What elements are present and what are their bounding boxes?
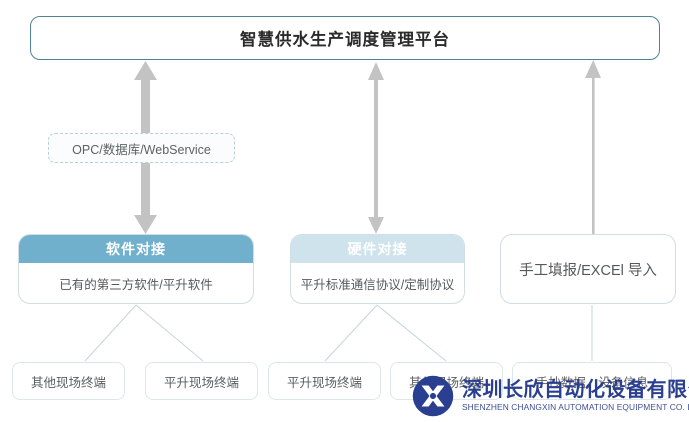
terminal-box[interactable]: 其他现场终端 (12, 362, 125, 400)
protocol-tag[interactable]: OPC/数据库/WebService (48, 133, 235, 163)
card-hardware[interactable]: 硬件对接 平升标准通信协议/定制协议 (290, 234, 465, 304)
arrow-manual-platform (585, 60, 601, 234)
card-manual-body: 手工填报/EXCEl 导入 (519, 262, 657, 279)
terminal-box[interactable]: 手抄数据、设备信息 (512, 362, 672, 400)
terminal-box[interactable]: 平升现场终端 (145, 362, 258, 400)
card-software-header: 软件对接 (19, 235, 253, 263)
branch-hardware-terminals (324, 304, 447, 362)
terminal-box[interactable]: 平升现场终端 (268, 362, 381, 400)
card-hardware-body: 平升标准通信协议/定制协议 (300, 277, 455, 292)
arrow-platform-hardware (368, 62, 384, 234)
card-hardware-header: 硬件对接 (291, 235, 464, 263)
page-title: 智慧供水生产调度管理平台 (240, 31, 450, 49)
card-software[interactable]: 软件对接 已有的第三方软件/平升软件 (18, 234, 254, 304)
card-software-body: 已有的第三方软件/平升软件 (59, 277, 213, 292)
terminal-box[interactable]: 其他现场终端 (390, 362, 503, 400)
branch-software-terminals (84, 304, 204, 362)
card-manual[interactable]: 手工填报/EXCEl 导入 (500, 234, 676, 304)
watermark-company-en: SHENZHEN CHANGXIN AUTOMATION EQUIPMENT C… (462, 401, 689, 412)
platform-box[interactable]: 智慧供水生产调度管理平台 (30, 16, 660, 60)
protocol-tag-label: OPC/数据库/WebService (72, 142, 211, 157)
